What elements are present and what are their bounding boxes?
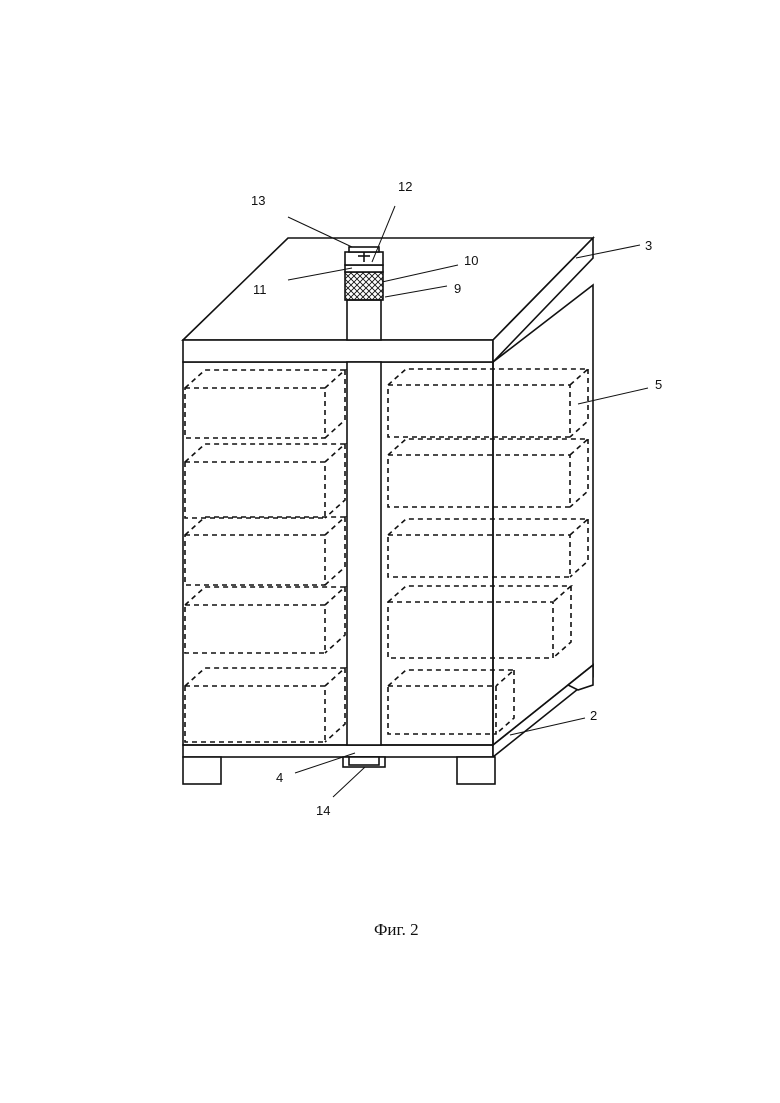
label-9: 9	[454, 281, 461, 296]
box-8	[388, 519, 588, 577]
box-5	[185, 668, 345, 742]
box-9	[388, 586, 571, 658]
box-1	[185, 370, 345, 438]
label-12: 12	[398, 179, 412, 194]
box-6	[388, 369, 588, 437]
label-10: 10	[464, 253, 478, 268]
top-cover-top-face	[183, 238, 593, 340]
pipe-upper	[347, 300, 381, 340]
filter-mesh	[345, 272, 383, 300]
label-14: 14	[316, 803, 330, 818]
figure-caption: Фиг. 2	[374, 920, 419, 939]
pallet-foot-right	[457, 757, 495, 784]
top-cover	[183, 238, 593, 362]
pallet-foot-left	[183, 757, 221, 784]
bottom-outlet	[349, 757, 379, 765]
box-7	[388, 439, 588, 507]
label-5: 5	[655, 377, 662, 392]
label-13: 13	[251, 193, 265, 208]
box-3	[185, 517, 345, 585]
wrap-side-face	[493, 285, 593, 745]
pipe-lower	[347, 362, 381, 745]
label-4: 4	[276, 770, 283, 785]
top-cap	[349, 247, 379, 252]
label-2: 2	[590, 708, 597, 723]
box-4	[185, 587, 345, 653]
box-2	[185, 444, 345, 518]
label-3: 3	[645, 238, 652, 253]
wrap-front-face	[183, 362, 493, 745]
label-11: 11	[253, 282, 267, 297]
pallet-deck-front	[183, 745, 493, 757]
top-cover-front-edge	[183, 340, 493, 362]
boxes-group	[185, 369, 588, 742]
central-pipe	[345, 247, 383, 765]
box-10	[388, 670, 514, 734]
